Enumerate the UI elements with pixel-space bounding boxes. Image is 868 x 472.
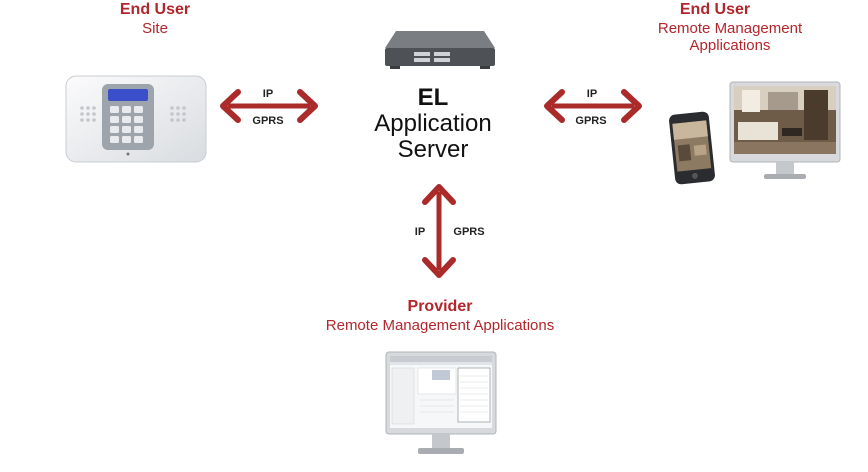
right-node-subtitle-line2: Applications (689, 37, 771, 54)
monitor-icon (385, 351, 497, 454)
left-node-subtitle: Site (142, 20, 168, 37)
bottom-node-title: Provider (407, 298, 473, 315)
left-arrow-label-ip: IP (262, 88, 274, 100)
server-title-line3: Server (397, 136, 469, 163)
vertical-arrow-label-gprs: GPRS (453, 226, 485, 238)
left-arrow-label-gprs: GPRS (252, 115, 284, 127)
server-icon (385, 31, 495, 69)
left-double-arrow (220, 89, 318, 123)
server-title-line1: EL (417, 84, 449, 111)
alarm-panel-icon (65, 75, 207, 163)
right-node-subtitle-line1: Remote Management (657, 20, 803, 37)
smartphone-icon (669, 111, 715, 185)
vertical-arrow-label-ip: IP (414, 226, 426, 238)
right-arrow-label-ip: IP (586, 88, 598, 100)
vertical-double-arrow (422, 184, 456, 278)
left-node-title: End User (119, 1, 191, 18)
bottom-node-subtitle: Remote Management Applications (325, 317, 555, 334)
right-double-arrow (544, 89, 642, 123)
right-node-title: End User (679, 1, 751, 18)
right-arrow-label-gprs: GPRS (575, 115, 607, 127)
monitor-icon (729, 81, 841, 179)
server-title-line2: Application (374, 110, 492, 137)
